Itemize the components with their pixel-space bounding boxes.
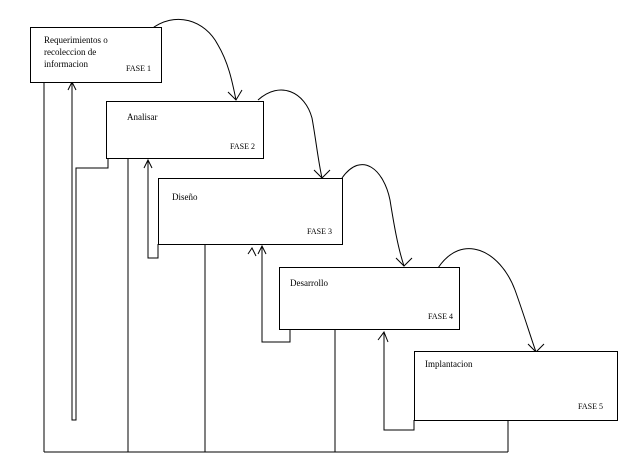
feedback-arrowhead-3 [257, 244, 267, 255]
phase-name: Diseño [172, 192, 198, 202]
phase-name: Implantacion [425, 359, 473, 369]
feedback-arrowhead-3b [247, 247, 257, 257]
forward-arrow-4-to-5 [437, 248, 537, 353]
feedback-line-4-to-3 [261, 246, 291, 343]
phase-label: FASE 4 [428, 312, 453, 321]
feedback-arrowhead-2 [143, 158, 153, 169]
phase-label: FASE 1 [126, 64, 151, 73]
phase-name: Requerimientos o recoleccion de informac… [44, 35, 108, 69]
feedback-line-3-to-2 [147, 160, 159, 259]
phase-box-3: Diseño FASE 3 [158, 178, 343, 245]
forward-arrowhead-4 [395, 257, 413, 267]
feedback-line-5-to-4 [383, 332, 415, 431]
phase-box-2: Analisar FASE 2 [106, 101, 264, 159]
forward-arrow-1-to-2 [149, 18, 237, 101]
phase-label: FASE 3 [307, 227, 332, 236]
phase-name: Analisar [127, 112, 158, 122]
forward-arrowhead-2 [227, 89, 243, 101]
forward-arrow-2-to-3 [257, 89, 323, 179]
feedback-line-2-to-1 [71, 82, 109, 421]
phase-name: Desarrollo [290, 278, 328, 288]
phase-box-5: Implantacion FASE 5 [414, 351, 618, 421]
phase-label: FASE 5 [578, 402, 603, 411]
phase-label: FASE 2 [230, 142, 255, 151]
phase-box-4: Desarrollo FASE 4 [279, 267, 460, 330]
feedback-arrowhead-4 [377, 330, 389, 343]
forward-arrow-3-to-4 [341, 164, 405, 267]
phase-box-1: Requerimientos o recoleccion de informac… [30, 27, 162, 83]
